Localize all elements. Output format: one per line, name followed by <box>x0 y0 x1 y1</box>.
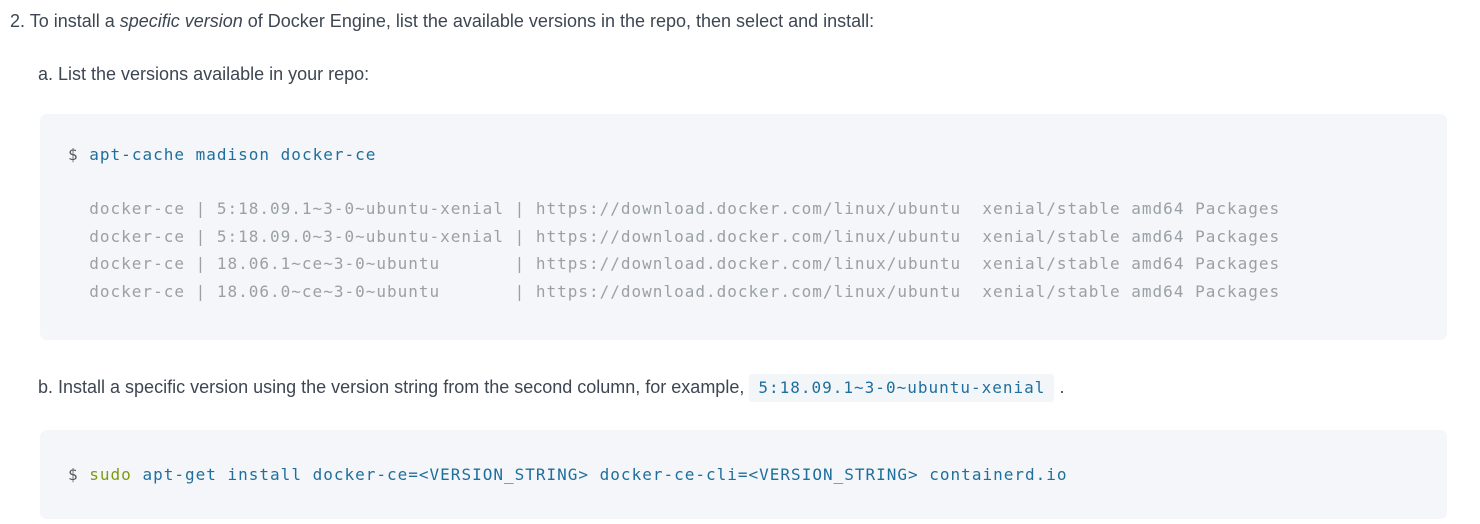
step-2-text-before: 2. To install a <box>10 11 120 31</box>
prompt-symbol: $ <box>68 145 79 164</box>
output-line: docker-ce | 18.06.1~ce~3-0~ubuntu | http… <box>68 254 1281 273</box>
substep-b-text-before: b. Install a specific version using the … <box>38 377 750 397</box>
command-line: $ apt-cache madison docker-ce <box>68 141 1419 168</box>
step-2-paragraph: 2. To install a specific version of Dock… <box>10 9 1480 33</box>
prompt-symbol: $ <box>68 465 79 484</box>
inline-code-version-string: 5:18.09.1~3-0~ubuntu-xenial <box>749 374 1055 402</box>
step-2-italic-phrase: specific version <box>119 11 243 31</box>
code-block-apt-cache-madison: $ apt-cache madison docker-ce docker-ce … <box>40 114 1447 340</box>
code-block-apt-get-install: $ sudo apt-get install docker-ce=<VERSIO… <box>40 430 1447 519</box>
substep-b-text-after: . <box>1054 377 1065 397</box>
command-output: docker-ce | 5:18.09.1~3-0~ubuntu-xenial … <box>68 195 1419 305</box>
substep-b-paragraph: b. Install a specific version using the … <box>38 373 1480 402</box>
output-line: docker-ce | 5:18.09.1~3-0~ubuntu-xenial … <box>68 199 1281 218</box>
command-text: apt-cache madison docker-ce <box>89 145 377 164</box>
output-line: docker-ce | 5:18.09.0~3-0~ubuntu-xenial … <box>68 226 1281 246</box>
output-line: docker-ce | 18.06.0~ce~3-0~ubuntu | http… <box>68 281 1281 301</box>
step-2-text-after: of Docker Engine, list the available ver… <box>242 11 875 31</box>
command-text: apt-get install docker-ce=<VERSION_STRIN… <box>142 465 1068 484</box>
step-2-substeps: a. List the versions available in your r… <box>38 62 1480 519</box>
substep-a-label: a. List the versions available in your r… <box>38 64 370 84</box>
command-line: $ sudo apt-get install docker-ce=<VERSIO… <box>68 461 1419 488</box>
sudo-keyword: sudo <box>89 465 132 484</box>
